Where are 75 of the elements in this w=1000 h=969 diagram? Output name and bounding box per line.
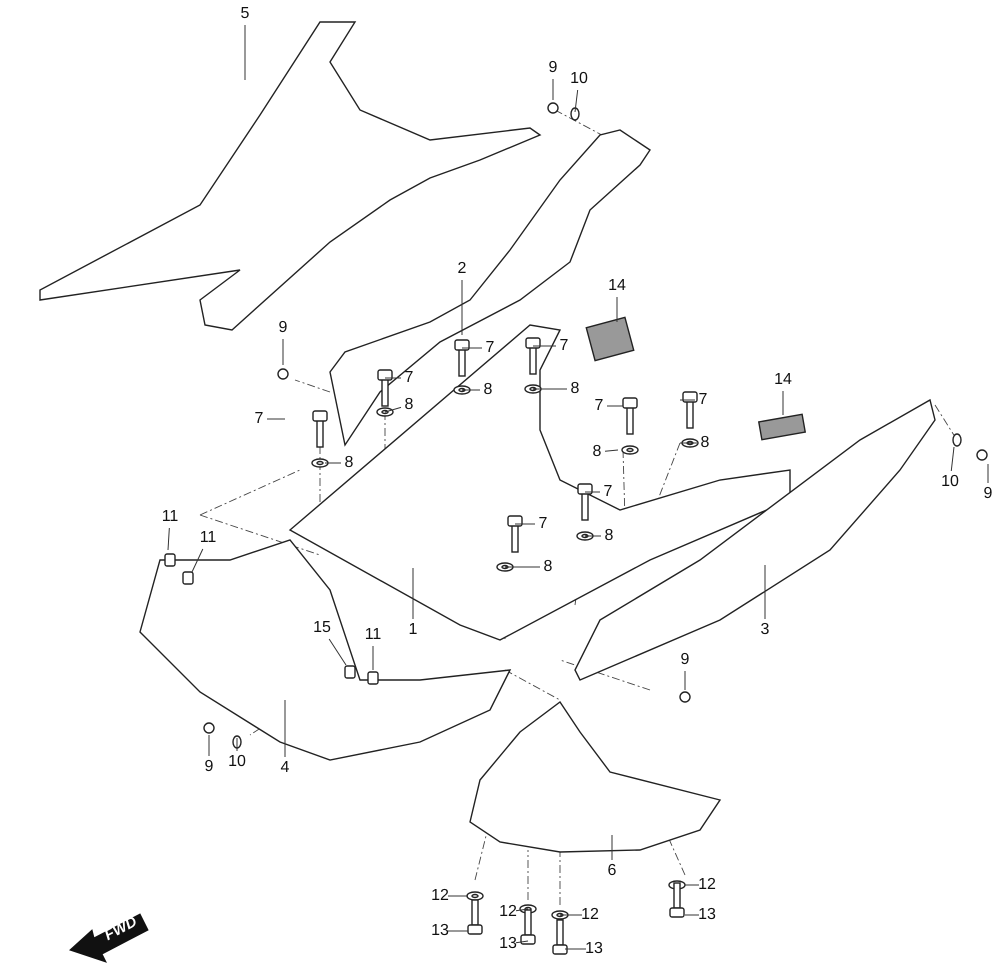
leader-line <box>684 884 700 886</box>
leader-line <box>282 338 284 366</box>
callout-number: 7 <box>479 338 501 358</box>
callout-number: 9 <box>272 318 294 338</box>
callout-number: 9 <box>198 757 220 777</box>
leader-line <box>782 390 784 416</box>
leader-line <box>560 914 582 916</box>
leader-line <box>192 548 204 572</box>
callout-number: 4 <box>274 758 296 778</box>
callout-number: 9 <box>977 484 999 504</box>
callout-number: 7 <box>597 482 619 502</box>
leader-line <box>328 638 346 666</box>
callout-number: 7 <box>588 396 610 416</box>
callout-number: 7 <box>553 336 575 356</box>
callout-number: 7 <box>398 368 420 388</box>
leader-line <box>236 738 238 752</box>
leader-line <box>950 446 954 472</box>
leader-line <box>552 78 554 100</box>
callout-number: 6 <box>601 861 623 881</box>
leader-line <box>574 90 578 112</box>
leader-line <box>604 450 618 452</box>
callout-number: 13 <box>429 921 451 941</box>
callout-number: 11 <box>159 507 181 527</box>
callout-number: 12 <box>696 875 718 895</box>
callout-number: 8 <box>564 379 586 399</box>
callout-number: 10 <box>939 472 961 492</box>
callout-number: 7 <box>248 409 270 429</box>
leader-line <box>504 566 540 568</box>
callout-number: 14 <box>772 370 794 390</box>
leader-line <box>284 700 286 758</box>
callout-number: 15 <box>311 618 333 638</box>
callout-number: 7 <box>532 514 554 534</box>
leader-line <box>412 568 414 620</box>
callout-number: 13 <box>497 934 519 954</box>
callout-number: 13 <box>696 905 718 925</box>
leader-line <box>168 528 170 550</box>
callout-number: 13 <box>583 939 605 959</box>
callout-number: 5 <box>234 4 256 24</box>
leader-line <box>516 908 528 912</box>
leader-line <box>516 940 528 944</box>
leader-line <box>532 388 568 390</box>
callout-number: 9 <box>674 650 696 670</box>
leader-line <box>564 948 586 950</box>
leader-line <box>384 406 402 412</box>
callout-number: 12 <box>579 905 601 925</box>
callout-number: 8 <box>694 433 716 453</box>
callout-number: 1 <box>402 620 424 640</box>
callout-number: 8 <box>398 395 420 415</box>
callout-number: 12 <box>497 902 519 922</box>
callout-number: 10 <box>568 69 590 89</box>
callout-number: 7 <box>692 390 714 410</box>
leader-line <box>680 442 698 444</box>
leader-line <box>324 462 342 464</box>
callout-number: 10 <box>226 752 248 772</box>
leader-line <box>684 670 686 690</box>
callout-number: 8 <box>477 380 499 400</box>
callout-number: 3 <box>754 620 776 640</box>
leader-line <box>764 564 766 620</box>
callout-number: 8 <box>598 526 620 546</box>
callout-number: 9 <box>542 58 564 78</box>
callout-number: 2 <box>451 259 473 279</box>
leader-line <box>372 646 374 670</box>
leader-line <box>616 296 618 322</box>
callout-number: 8 <box>586 442 608 462</box>
callout-number: 11 <box>362 625 384 645</box>
callout-number: 14 <box>606 276 628 296</box>
callout-number: 8 <box>338 453 360 473</box>
leader-line <box>448 930 468 932</box>
leader-line <box>266 418 286 420</box>
callout-number: 11 <box>197 528 219 548</box>
leader-line <box>684 914 700 916</box>
leader-line <box>244 24 246 80</box>
callout-number: 12 <box>429 886 451 906</box>
leader-line <box>208 734 210 756</box>
callout-number: 8 <box>537 557 559 577</box>
